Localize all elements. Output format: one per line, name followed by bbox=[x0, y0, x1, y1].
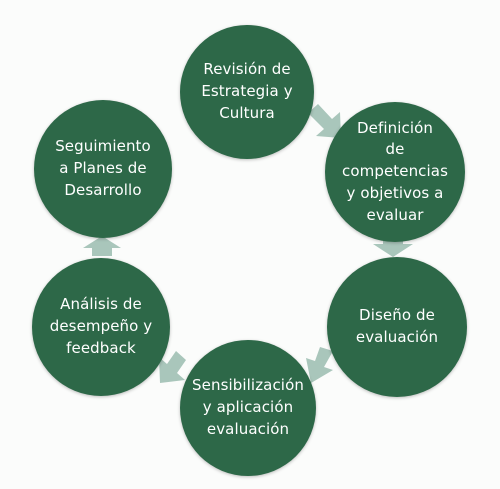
node-awareness-application: Sensibilización y aplicación evaluación bbox=[180, 340, 316, 476]
node-competencies-objectives: Definición de competencias y objetivos a… bbox=[325, 102, 465, 242]
node-evaluation-design: Diseño de evaluación bbox=[327, 257, 467, 397]
node-development-plans-label: Seguimiento a Planes de Desarrollo bbox=[55, 137, 151, 199]
arrow-4-to-5 bbox=[159, 351, 186, 383]
node-performance-feedback-label: Análisis de desempeño y feedback bbox=[49, 295, 153, 357]
node-performance-feedback: Análisis de desempeño y feedback bbox=[32, 258, 170, 396]
arrow-1-to-2 bbox=[308, 104, 341, 138]
node-development-plans: Seguimiento a Planes de Desarrollo bbox=[34, 100, 172, 238]
arrow-5-to-6 bbox=[83, 236, 121, 256]
node-strategy-culture: Revisión de Estrategia y Cultura bbox=[180, 25, 314, 159]
arrow-3-to-4 bbox=[306, 347, 333, 383]
node-awareness-application-label: Sensibilización y aplicación evaluación bbox=[192, 376, 304, 438]
node-strategy-culture-label: Revisión de Estrategia y Cultura bbox=[201, 60, 293, 122]
node-evaluation-design-label: Diseño de evaluación bbox=[355, 306, 439, 346]
node-competencies-objectives-label: Definición de competencias y objetivos a… bbox=[341, 118, 449, 224]
